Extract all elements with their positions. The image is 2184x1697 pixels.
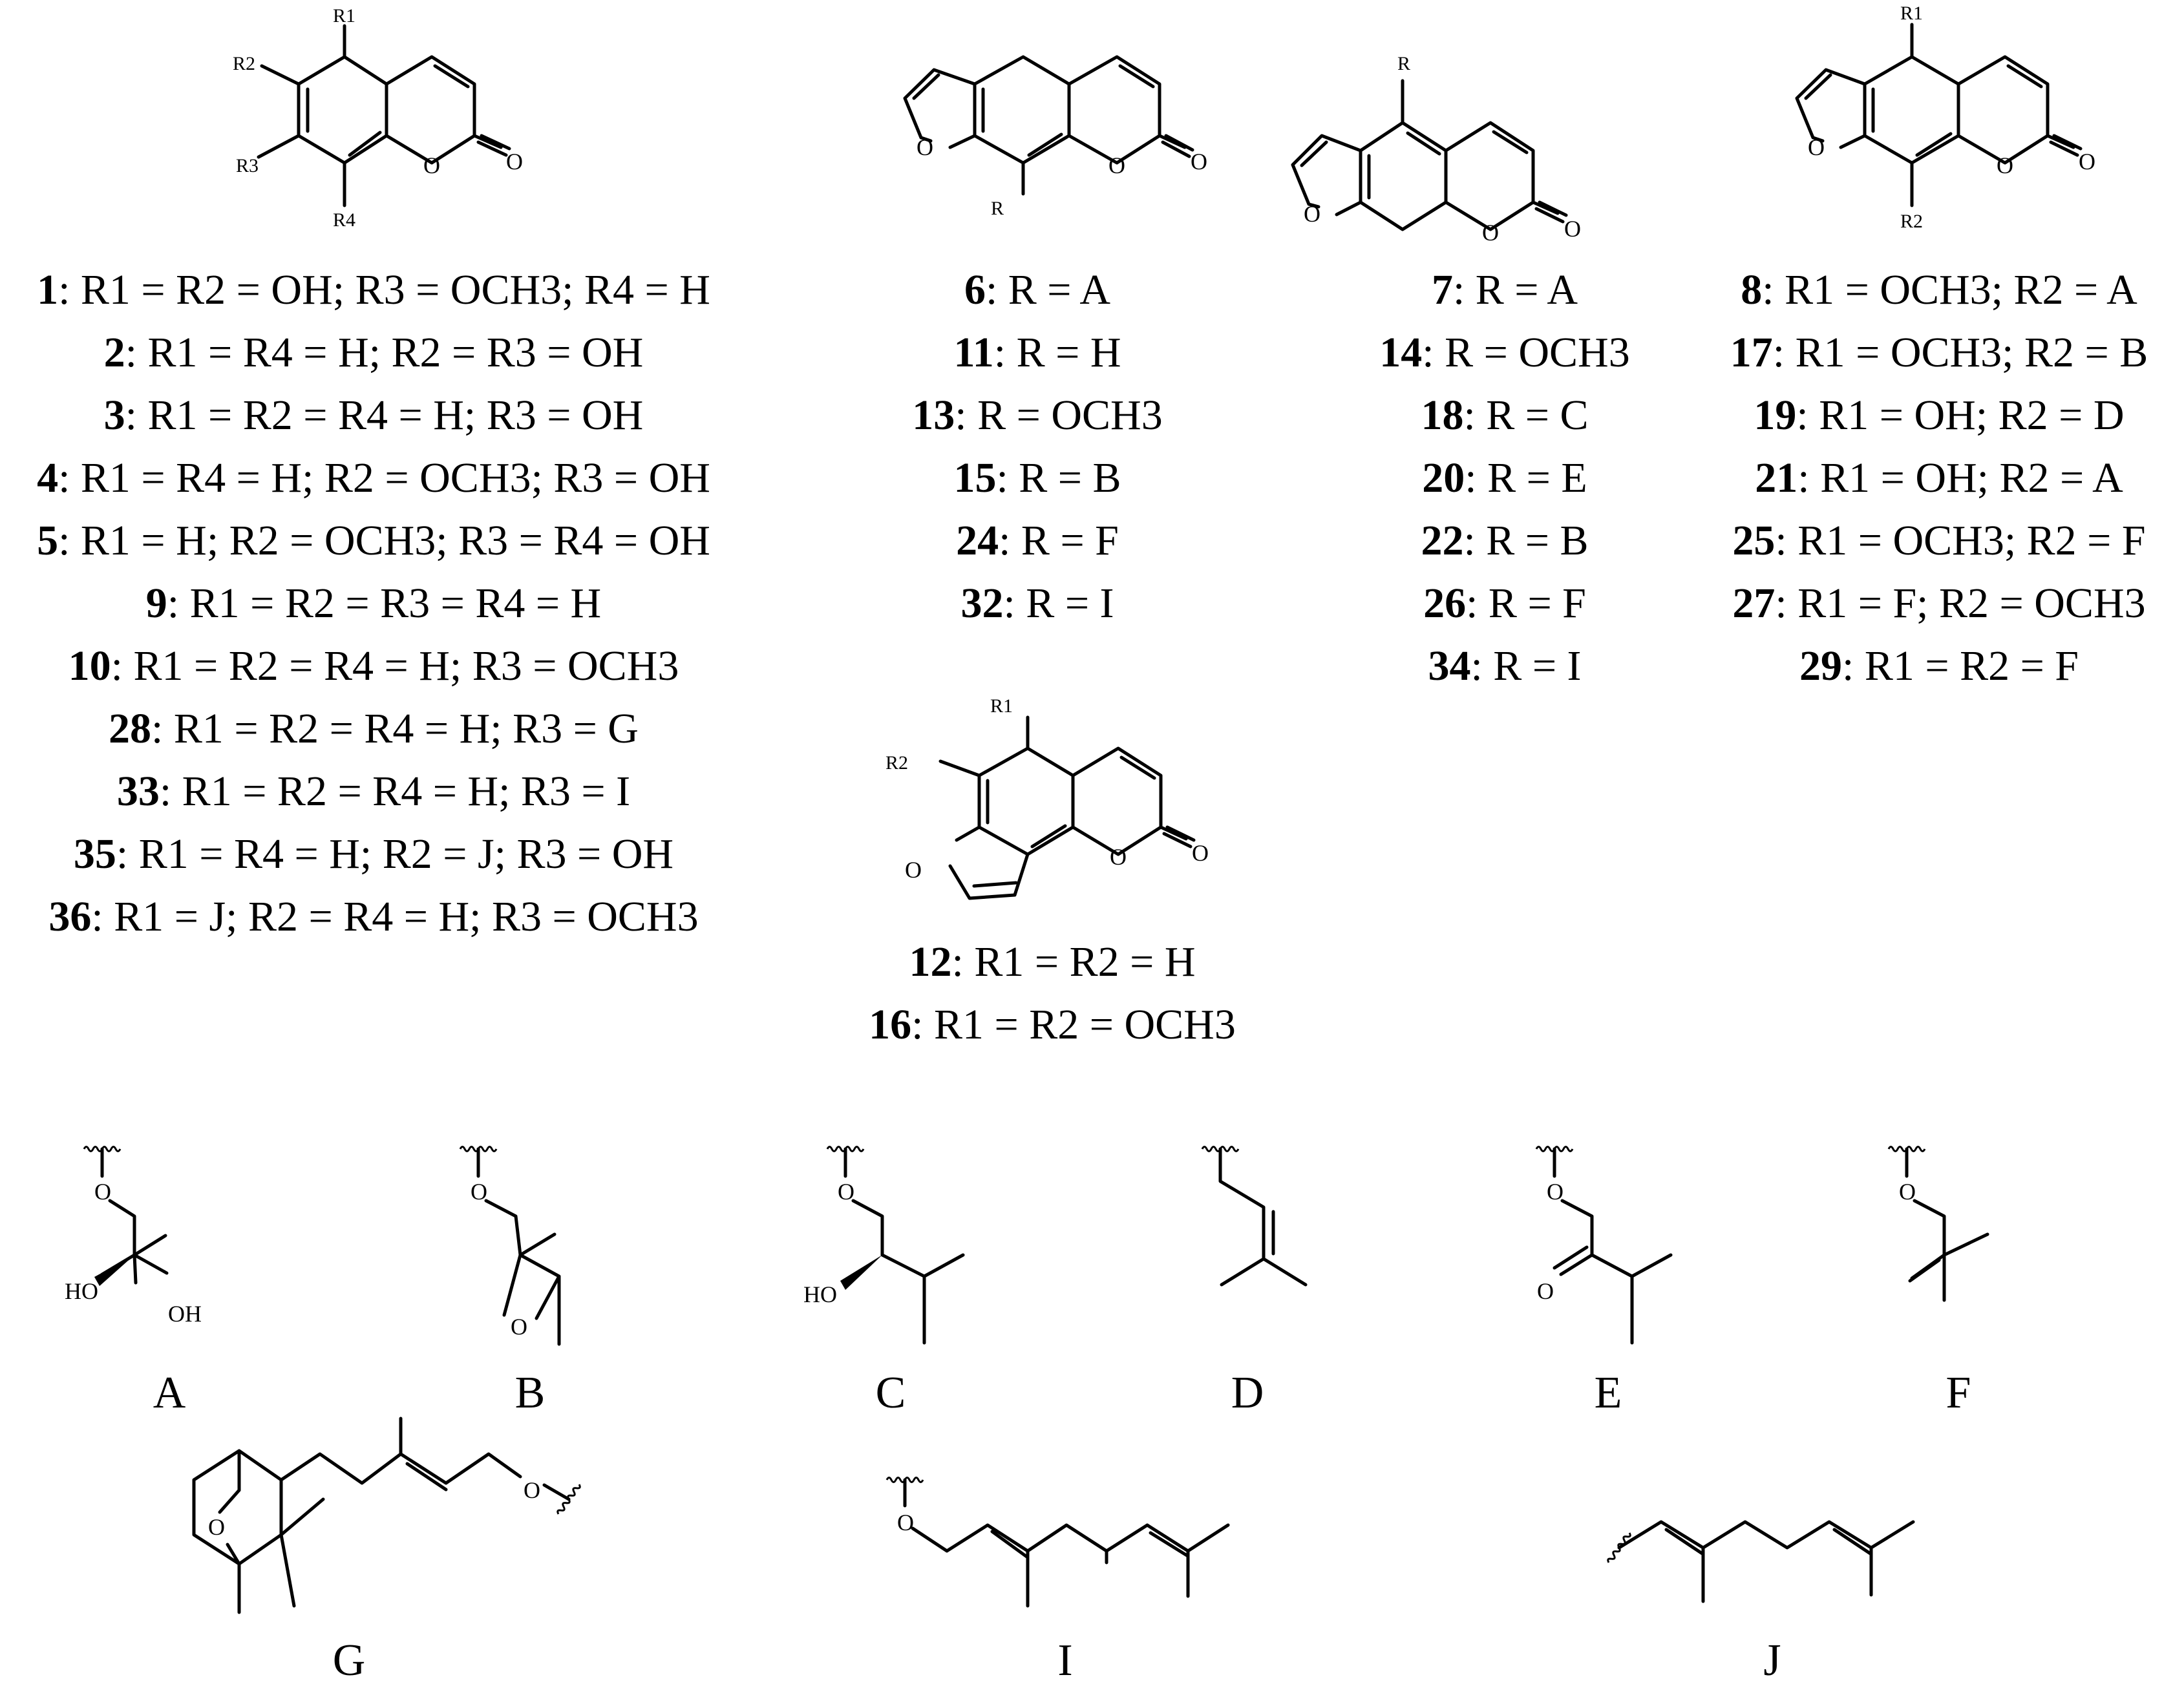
hydroxyl-label: OH [168, 1301, 202, 1327]
substituent-label-a: A [153, 1368, 186, 1418]
series-line: 3: R1 = R2 = R4 = H; R3 = OH [104, 392, 644, 439]
r-label: R [1397, 53, 1410, 74]
bridge-oxygen-label: O [208, 1514, 225, 1540]
series-line: 1: R1 = R2 = OH; R3 = OCH3; R4 = H [37, 266, 710, 313]
r2-label: R2 [885, 752, 908, 774]
ring-oxygen-label: O [1997, 153, 2013, 178]
substituent-f: O F [1887, 1146, 1989, 1418]
series-line: 7: R = A [1432, 266, 1578, 313]
series-psoralen-8: 6: R = A 11: R = H 13: R = OCH3 15: R = … [912, 266, 1162, 627]
series-coumarin: 1: R1 = R2 = OH; R3 = OCH3; R4 = H 2: R1… [37, 266, 710, 940]
series-line: 27: R1 = F; R2 = OCH3 [1732, 580, 2145, 627]
furan-oxygen-label: O [917, 134, 933, 160]
epoxide-oxygen-label: O [511, 1314, 527, 1340]
substituent-label-j: J [1763, 1636, 1781, 1685]
substituent-g: O O G [192, 1417, 582, 1685]
series-line: 32: R = I [960, 580, 1114, 627]
substituent-label-e: E [1595, 1368, 1622, 1418]
ether-oxygen-label: O [471, 1179, 487, 1205]
series-line: 21: R1 = OH; R2 = A [1755, 454, 2123, 501]
structure-psoralen-8: O O O R [903, 55, 1207, 219]
structure-angelicin: O O O R1 R2 [885, 695, 1209, 900]
series-line: 18: R = C [1421, 392, 1588, 439]
series-line: 28: R1 = R2 = R4 = H; R3 = G [109, 705, 639, 752]
ether-oxygen-label: O [1899, 1179, 1916, 1205]
series-line: 9: R1 = R2 = R3 = R4 = H [146, 580, 601, 627]
substituent-e: O O E [1535, 1146, 1673, 1418]
structure-psoralen-5: O O O R [1291, 53, 1581, 246]
series-line: 4: R1 = R4 = H; R2 = OCH3; R3 = OH [37, 454, 710, 501]
series-line: 19: R1 = OH; R2 = D [1754, 392, 2124, 439]
ether-oxygen-label: O [94, 1179, 111, 1205]
ring-oxygen-label: O [1482, 220, 1499, 246]
carbonyl-oxygen-label: O [1192, 840, 1209, 866]
series-line: 36: R1 = J; R2 = R4 = H; R3 = OCH3 [48, 893, 698, 940]
substituent-i: O I [885, 1477, 1230, 1685]
series-line: 34: R = I [1428, 642, 1581, 690]
series-line: 26: R = F [1423, 580, 1586, 627]
series-line: 13: R = OCH3 [912, 392, 1162, 439]
series-angelicin: 12: R1 = R2 = H 16: R1 = R2 = OCH3 [869, 938, 1236, 1048]
r2-label: R2 [1900, 211, 1923, 232]
series-line: 11: R = H [953, 329, 1121, 376]
series-line: 25: R1 = OCH3; R2 = F [1732, 517, 2145, 564]
series-line: 20: R = E [1422, 454, 1587, 501]
substituent-label-g: G [333, 1636, 366, 1685]
ether-oxygen-label: O [1547, 1179, 1564, 1205]
substituent-a: O HO OH A [65, 1146, 202, 1418]
ring-oxygen-label: O [1108, 153, 1125, 178]
substituent-label-c: C [876, 1368, 906, 1418]
r-label: R [991, 198, 1004, 219]
series-line: 10: R1 = R2 = R4 = H; R3 = OCH3 [69, 642, 679, 690]
series-line: 12: R1 = R2 = H [909, 938, 1196, 986]
carbonyl-oxygen-label: O [506, 149, 523, 174]
furan-oxygen-label: O [1808, 134, 1825, 160]
furan-oxygen-label: O [905, 857, 922, 883]
ether-oxygen-label: O [524, 1477, 540, 1503]
series-line: 2: R1 = R4 = H; R2 = R3 = OH [104, 329, 644, 376]
substituent-label-b: B [515, 1368, 546, 1418]
series-line: 24: R = F [956, 517, 1119, 564]
series-line: 14: R = OCH3 [1379, 329, 1629, 376]
structure-psoralen-58: O O O R1 R2 [1795, 3, 2095, 232]
series-line: 16: R1 = R2 = OCH3 [869, 1001, 1236, 1048]
series-line: 6: R = A [964, 266, 1110, 313]
ether-oxygen-label: O [897, 1510, 914, 1535]
series-line: 17: R1 = OCH3; R2 = B [1730, 329, 2148, 376]
substituent-label-f: F [1946, 1368, 1971, 1418]
ketone-oxygen-label: O [1537, 1278, 1554, 1304]
r3-label: R3 [236, 155, 259, 176]
series-line: 33: R1 = R2 = R4 = H; R3 = I [117, 768, 630, 815]
series-line: 8: R1 = OCH3; R2 = A [1741, 266, 2137, 313]
series-line: 5: R1 = H; R2 = OCH3; R3 = R4 = OH [37, 517, 710, 564]
r4-label: R4 [333, 209, 355, 231]
substituent-label-d: D [1231, 1368, 1264, 1418]
substituent-b: O O B [459, 1146, 561, 1418]
substituent-c: O HO C [803, 1146, 965, 1418]
r1-label: R1 [333, 5, 355, 26]
series-line: 22: R = B [1421, 517, 1588, 564]
hydroxyl-label: HO [65, 1278, 98, 1304]
r1-label: R1 [1900, 3, 1923, 24]
substituent-j: J [1606, 1520, 1915, 1685]
ring-oxygen-label: O [423, 153, 440, 178]
ring-oxygen-label: O [1110, 844, 1127, 870]
series-psoralen-58: 8: R1 = OCH3; R2 = A 17: R1 = OCH3; R2 =… [1730, 266, 2148, 690]
r1-label: R1 [990, 695, 1013, 717]
substituent-d: D [1201, 1146, 1308, 1418]
carbonyl-oxygen-label: O [2079, 149, 2095, 174]
series-line: 15: R = B [953, 454, 1121, 501]
series-psoralen-5: 7: R = A 14: R = OCH3 18: R = C 20: R = … [1379, 266, 1629, 690]
substituent-label-i: I [1057, 1636, 1072, 1685]
carbonyl-oxygen-label: O [1564, 216, 1581, 242]
hydroxyl-label: HO [803, 1281, 837, 1307]
r2-label: R2 [233, 53, 255, 74]
series-line: 29: R1 = R2 = F [1799, 642, 2079, 690]
furan-oxygen-label: O [1304, 201, 1320, 227]
ether-oxygen-label: O [838, 1179, 854, 1205]
series-line: 35: R1 = R4 = H; R2 = J; R3 = OH [74, 830, 673, 878]
structure-coumarin: O O R1 R2 R3 R4 [233, 5, 523, 231]
carbonyl-oxygen-label: O [1191, 149, 1207, 174]
